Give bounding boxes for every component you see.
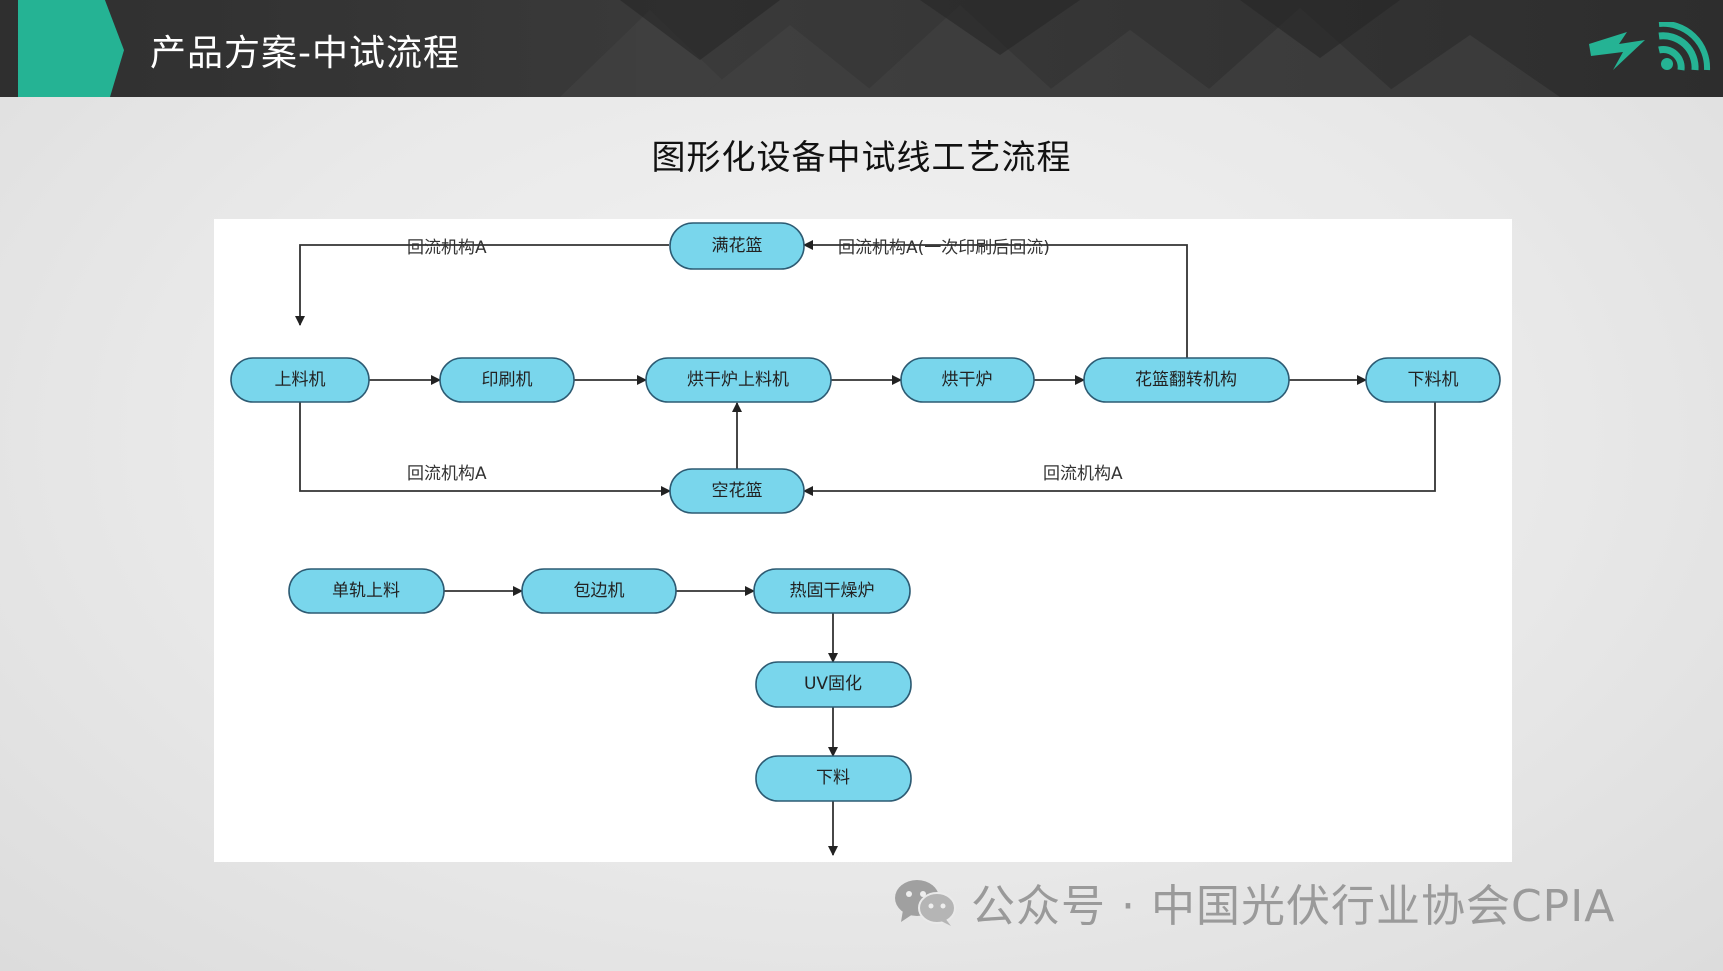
edge-unloader-empty-basket [803, 402, 1436, 496]
svg-text:单轨上料: 单轨上料 [332, 581, 400, 601]
lightning-icon [1589, 32, 1645, 70]
watermark-text: 公众号 · 中国光伏行业协会CPIA [971, 881, 1616, 932]
brand-logo [1583, 20, 1713, 78]
header-accent-tab [18, 0, 124, 97]
svg-text:下料机: 下料机 [1408, 370, 1459, 390]
svg-text:UV固化: UV固化 [804, 674, 862, 694]
svg-text:下料: 下料 [816, 768, 850, 788]
header-bar: 产品方案-中试流程 [0, 0, 1723, 97]
node-dryer: 烘干炉 [900, 357, 1035, 403]
svg-text:烘干炉上料机: 烘干炉上料机 [687, 370, 789, 390]
node-edger: 包边机 [521, 568, 677, 614]
svg-text:花篮翻转机构: 花篮翻转机构 [1135, 370, 1237, 390]
edge-label-reflow-bottom-left: 回流机构A [407, 464, 487, 484]
svg-text:烘干炉: 烘干炉 [942, 370, 993, 390]
page-title: 产品方案-中试流程 [150, 33, 460, 74]
watermark: 公众号 · 中国光伏行业协会CPIA [893, 872, 1615, 932]
node-single-rail: 单轨上料 [288, 568, 445, 614]
node-dryer-loader: 烘干炉上料机 [645, 357, 832, 403]
node-unload: 下料 [755, 755, 912, 802]
edge-label-reflow-bottom-right: 回流机构A [1043, 464, 1123, 484]
edge-flip-full-basket [803, 240, 1188, 359]
edge-full-basket-loader [295, 244, 669, 326]
svg-text:满花篮: 满花篮 [712, 236, 763, 256]
svg-text:包边机: 包边机 [574, 581, 625, 601]
header-pattern [560, 0, 1560, 97]
edges [295, 240, 1436, 856]
node-printer: 印刷机 [439, 357, 575, 403]
svg-text:印刷机: 印刷机 [482, 370, 533, 390]
node-unloader: 下料机 [1365, 357, 1501, 403]
node-uv: UV固化 [755, 661, 912, 708]
node-loader: 上料机 [230, 357, 370, 403]
node-empty-basket: 空花篮 [669, 468, 805, 514]
edge-loader-empty-basket [299, 402, 671, 496]
diagram-title: 图形化设备中试线工艺流程 [651, 138, 1072, 178]
edge-label-reflow-top-right: 回流机构A(一次印刷后回流) [838, 238, 1050, 258]
svg-text:热固干燥炉: 热固干燥炉 [790, 581, 875, 601]
node-heat-dryer: 热固干燥炉 [753, 568, 911, 614]
node-flip: 花篮翻转机构 [1083, 357, 1290, 403]
wechat-icon [895, 880, 956, 926]
edge-label-reflow-top-left: 回流机构A [407, 238, 487, 258]
svg-text:上料机: 上料机 [275, 370, 326, 390]
signal-icon [1658, 20, 1711, 71]
node-full-basket: 满花篮 [669, 222, 805, 270]
flow-diagram: 回流机构A 回流机构A(一次印刷后回流) 回流机构A 回流机构A 满花篮 上料机… [214, 219, 1512, 862]
svg-text:空花篮: 空花篮 [712, 481, 763, 501]
